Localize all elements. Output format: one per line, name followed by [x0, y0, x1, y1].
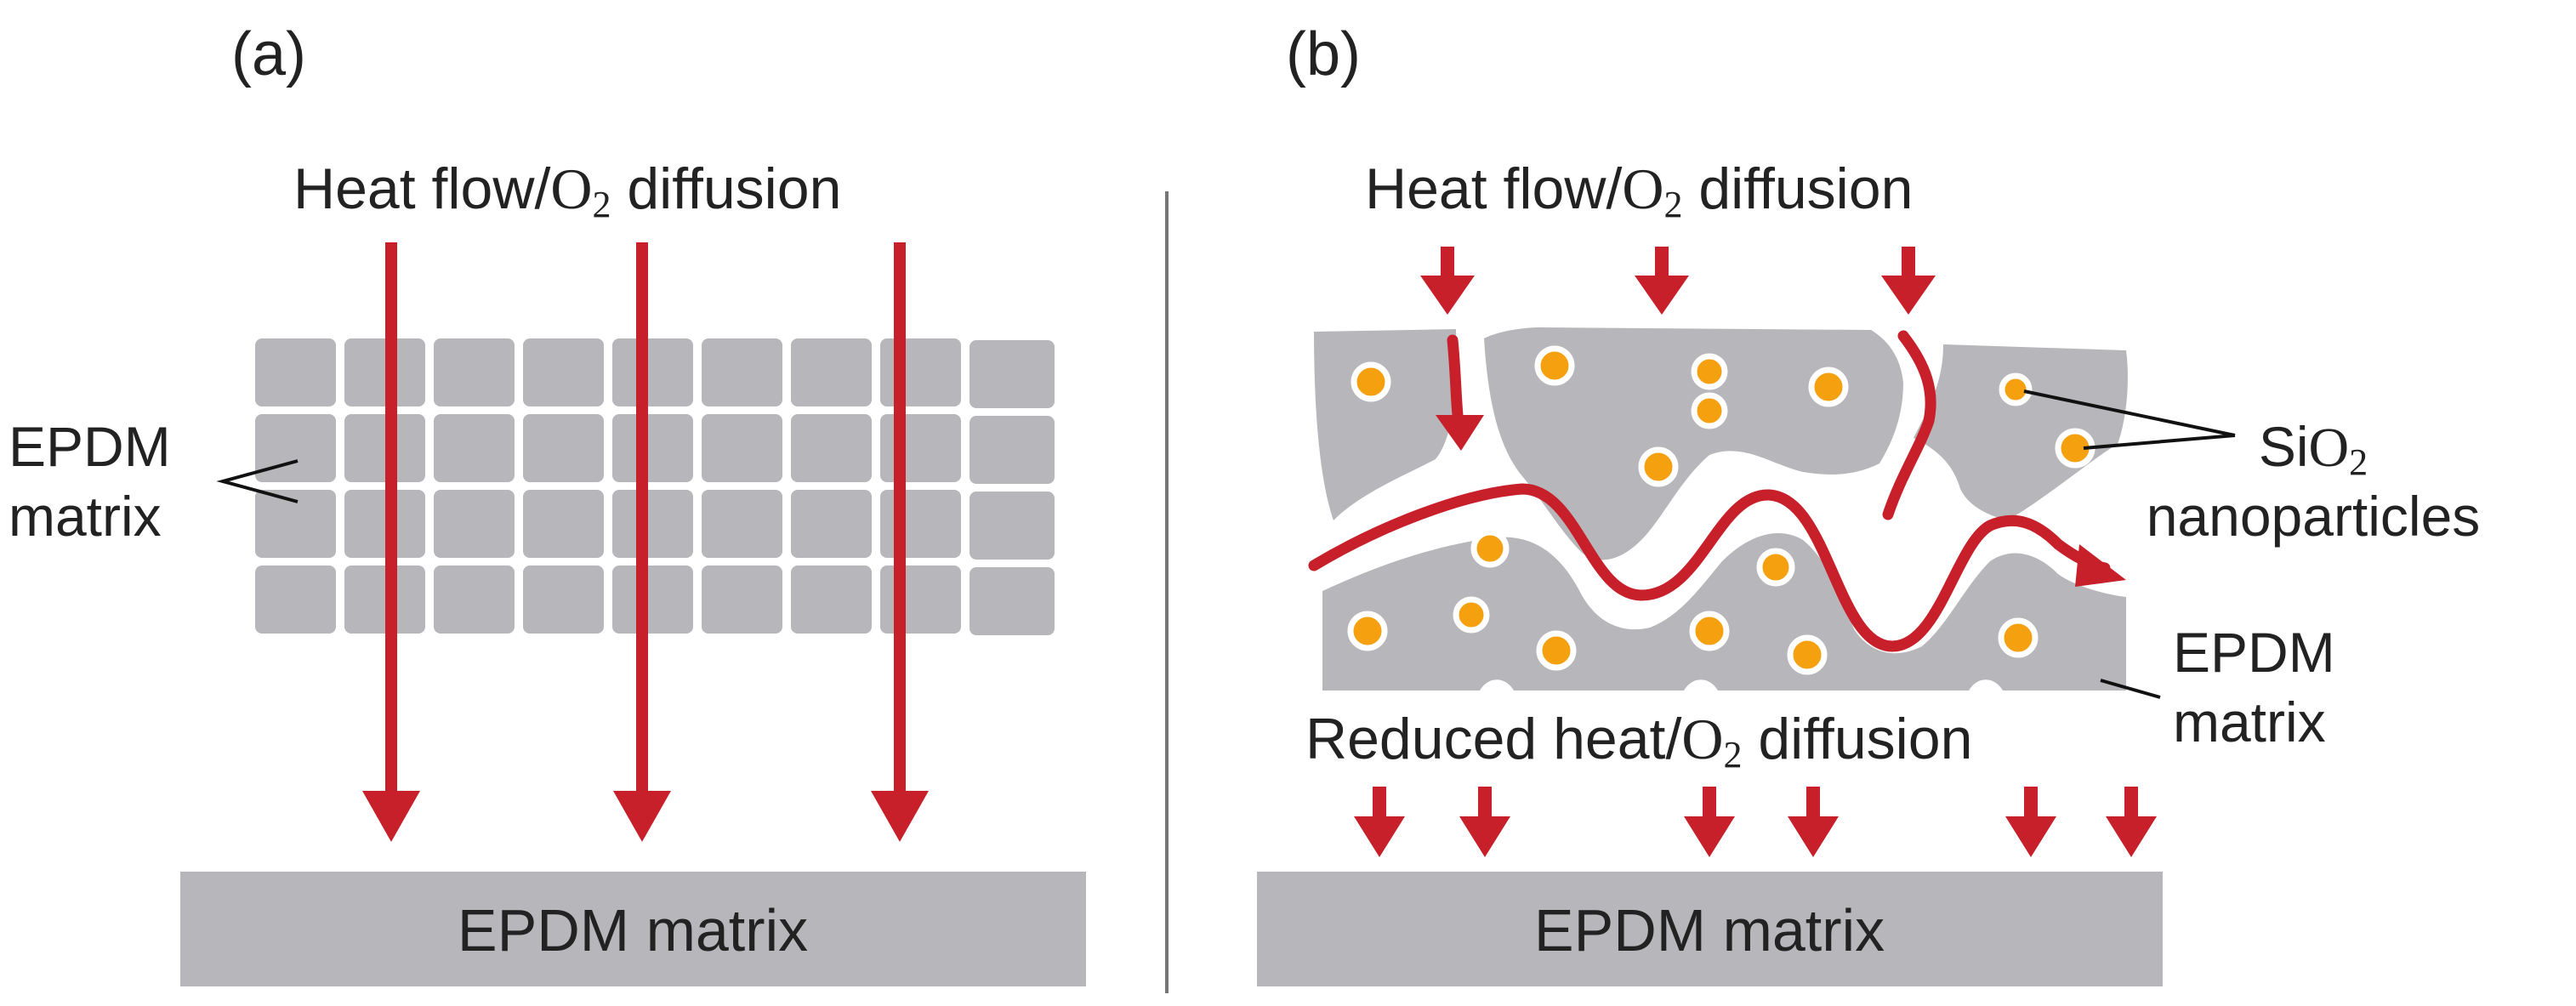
panel-a-base-label: EPDM matrix	[458, 897, 808, 963]
nanocomposite-matrix	[1314, 327, 2128, 691]
tortuous-path-main	[1308, 483, 2111, 652]
matrix-block-bottom	[1322, 533, 2126, 691]
panel-b-base-label: EPDM matrix	[1534, 897, 1885, 963]
sio2-particle	[1998, 617, 2039, 658]
matrix-block-top-right	[1914, 344, 2128, 520]
sio2-particle	[1470, 529, 1510, 568]
sio2-particle	[1808, 367, 1849, 407]
sio2-particle	[1756, 548, 1795, 587]
sio2-label-line2: nanoparticles	[2147, 485, 2481, 548]
sio2-particle	[1689, 611, 1730, 651]
epdm-label-pointer	[2100, 679, 2161, 699]
panel-b-inlet-arrows	[1420, 247, 1936, 315]
panel-b-outlet-arrows	[1354, 787, 2157, 857]
matrix-block-top-middle	[1484, 327, 1903, 560]
sio2-particles	[1347, 345, 2095, 675]
straight-arrow	[871, 242, 929, 842]
sio2-particle	[1691, 353, 1728, 390]
panel-a-label-pointer	[216, 459, 299, 503]
short-arrow	[1881, 247, 1936, 315]
tortuous-path-left	[1447, 334, 1464, 429]
sio2-particle	[1453, 596, 1490, 634]
sio2-particle	[1787, 634, 1828, 675]
sio2-label: SiO2	[2259, 415, 2368, 483]
short-arrow	[1788, 787, 1839, 857]
panel-a-heat-arrows	[362, 242, 929, 842]
sio2-particle	[1638, 446, 1679, 487]
panel-b-heat-label: Heat flow/O2 diffusion	[1365, 156, 1913, 225]
straight-arrow	[613, 242, 671, 842]
sio2-pointers	[2023, 389, 2236, 450]
matrix-block-left	[1314, 329, 1456, 520]
arrowhead	[1436, 415, 1484, 451]
reduced-diffusion-label: Reduced heat/O2 diffusion	[1305, 707, 1972, 776]
short-arrow	[1354, 787, 1405, 857]
panel-b-base-block	[1257, 872, 2163, 986]
panel-a-heat-label: Heat flow/O2 diffusion	[293, 156, 841, 225]
sio2-particle	[1347, 611, 1388, 651]
short-arrow	[1635, 247, 1689, 315]
sio2-particle	[1691, 392, 1728, 429]
sio2-particle	[1999, 372, 2033, 406]
sio2-particle	[1534, 345, 1575, 386]
short-arrow	[2005, 787, 2056, 857]
sio2-particle	[1351, 361, 1391, 402]
short-arrow	[2106, 787, 2157, 857]
panel-a-base-block	[180, 872, 1086, 986]
short-arrow	[1459, 787, 1510, 857]
epdm-brick-grid	[255, 338, 1055, 635]
tortuous-arrowheads	[1436, 415, 2126, 587]
straight-arrow	[362, 242, 420, 842]
short-arrow	[1684, 787, 1735, 857]
panel-b-tag: (b)	[1286, 20, 1361, 88]
sio2-particle	[1536, 630, 1577, 671]
tortuous-path-right	[1882, 330, 1936, 520]
panel-b: (b) Heat flow/O2 diffusion	[1257, 20, 2480, 986]
short-arrow	[1420, 247, 1475, 315]
panel-a-tag: (a)	[231, 20, 306, 88]
arrowhead	[2075, 544, 2126, 587]
